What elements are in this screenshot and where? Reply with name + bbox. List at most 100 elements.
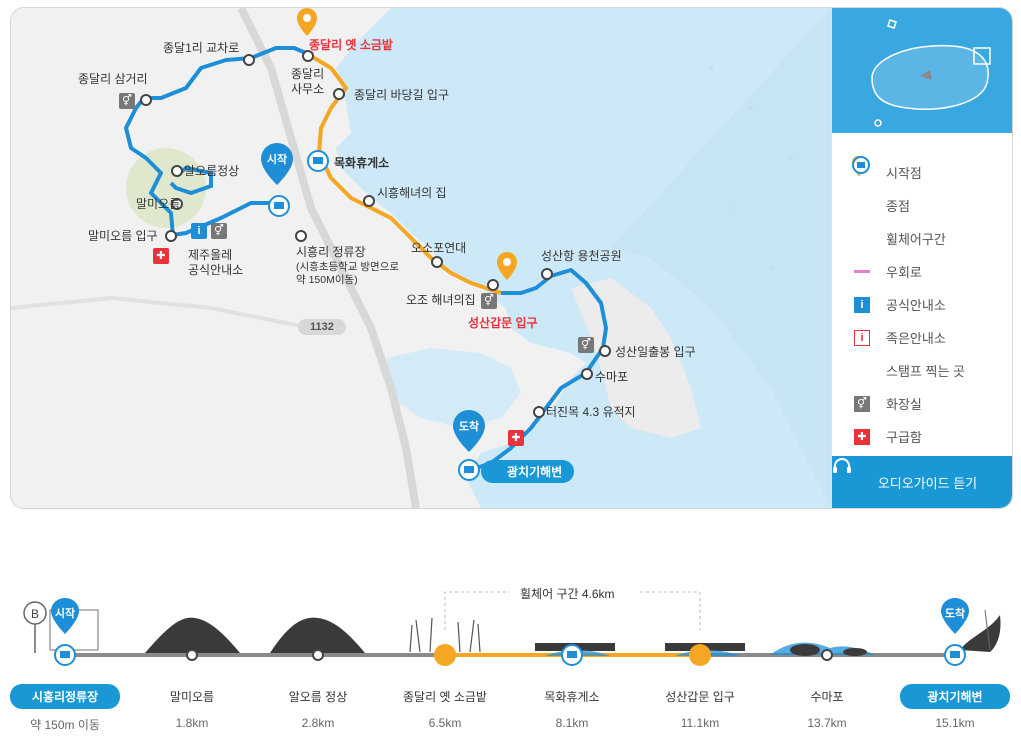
finish-pin-icon: 도착 [453, 410, 485, 452]
audio-guide-button[interactable]: 오디오가이드 듣기 [832, 456, 1012, 508]
profile-stop-name: 시흥리정류장 [10, 684, 120, 709]
mamioreum-hill [145, 617, 240, 653]
legend-label: 휠체어구간 [886, 232, 946, 247]
profile-start-pin-label: 시작 [54, 608, 76, 620]
first-aid-icon: ✚ [852, 427, 872, 447]
wheelchair-pins [297, 8, 517, 280]
label-jongdal1ri: 종달1리 교차로 [163, 41, 240, 55]
label-jongdal-office-2: 사무소 [291, 82, 325, 96]
legend-item-info: i 공식안내소 [852, 288, 965, 321]
toilet-icon: ⚥ [578, 337, 594, 353]
profile-stop-distance: 15.1km [935, 716, 975, 730]
profile-stop-name: 종달리 옛 소금밭 [403, 690, 487, 704]
sea-area [336, 8, 831, 508]
label-seongsan-yongcheon: 성산항 용천공원 [541, 249, 622, 263]
detour-line-icon [852, 262, 872, 282]
label-olle-info-1: 제주올레 [188, 248, 233, 262]
label-mokhwa: 목화휴게소 [334, 156, 390, 170]
label-old-salt: 종달리 옛 소금밭 [309, 38, 393, 52]
lake-area [386, 348, 521, 428]
stamp-markers [268, 150, 480, 481]
legend-panel: 시작점 종점 휠체어구간 우회로 i 공식안내소 i 족은안내소 [831, 8, 1012, 508]
toilet-icon: ⚥ [481, 293, 497, 309]
profile-finish-pin-label: 도착 [944, 608, 966, 620]
label-aloreum: 알오름정상 [184, 164, 240, 178]
label-ojo: 오조 해녀의집 [406, 293, 476, 307]
label-sumapo: 수마포 [595, 370, 629, 384]
audio-guide-label: 오디오가이드 듣기 [877, 475, 978, 491]
course-profile: B 시작 도착 휠체어 구간 4.6km 시흥리정류장 약 150m 이동 말미… [0, 540, 1021, 742]
label-sihung-note-2: 약 150M이동) [296, 274, 358, 286]
profile-stop-name: 목화휴게소 [544, 690, 600, 704]
route-map[interactable]: 시작 도착 광치기해변 ⚥ i ⚥ ✚ ⚥ ⚥ ✚ 종달1리 교차로 종달리 옛… [10, 7, 1013, 509]
stamp-icon [852, 156, 872, 381]
wheelchair-section-label: 휠체어 구간 4.6km [520, 587, 615, 601]
legend-label: 우회로 [886, 265, 922, 280]
first-aid-icon: ✚ [508, 430, 524, 446]
label-samgeori: 종달리 삼거리 [78, 72, 148, 86]
wheelchair-pin-icon [852, 156, 872, 249]
road-number-badge: 1132 [298, 319, 346, 335]
legend-item-toilet: ⚥ 화장실 [852, 387, 965, 420]
start-pin-icon: 시작 [261, 143, 293, 185]
info-icon: i [852, 295, 872, 315]
position-marker-icon [920, 70, 932, 80]
route-blue-loop [169, 165, 213, 196]
label-sihung-bus: 시흥리 정류장 [296, 245, 366, 259]
profile-stop-distance: 11.1km [680, 716, 720, 730]
info-icon: i [191, 223, 207, 239]
jeju-minimap [832, 8, 1012, 133]
svg-text:B: B [31, 607, 39, 621]
profile-stop-name: 광치기해변 [900, 684, 1010, 709]
legend-label: 종점 [886, 199, 910, 214]
legend-label: 화장실 [886, 397, 922, 412]
label-sunrise-peak: 성산일출봉 입구 [615, 345, 696, 359]
profile-stop-name: 알오름 정상 [288, 690, 348, 704]
toilet-icon: ⚥ [211, 223, 227, 239]
legend-item-first-aid: ✚ 구급함 [852, 420, 965, 453]
legend-item-stamp: 스탬프 찍는 곳 [852, 156, 965, 387]
first-aid-icon: ✚ [153, 248, 169, 264]
label-mamioreum-entry: 말미오름 입구 [88, 229, 158, 243]
start-pin-label: 시작 [266, 154, 288, 166]
aloreum-hill [126, 148, 206, 228]
profile-stop-name: 수마포 [810, 690, 844, 704]
label-mamioreum: 말미오름 [136, 197, 181, 211]
label-badang: 종달리 바당길 입구 [354, 88, 449, 102]
legend-label: 구급함 [886, 430, 922, 445]
profile-canvas: B [23, 591, 1001, 666]
legend-label: 족은안내소 [886, 331, 946, 346]
profile-stop-markers [54, 644, 966, 666]
profile-stop-distance: 약 150m 이동 [30, 718, 100, 732]
legend-list: 시작점 종점 휠체어구간 우회로 i 공식안내소 i 족은안내소 [852, 156, 965, 453]
small-info-icon: i [852, 328, 872, 348]
salt-field-reeds [409, 617, 481, 653]
legend-label: 스탬프 찍는 곳 [886, 364, 965, 379]
profile-stop-distance: 6.5km [428, 716, 462, 730]
toilet-icon: ⚥ [119, 93, 135, 109]
label-seongsan-gate: 성산갑문 입구 [468, 316, 538, 330]
road-1132 [237, 8, 420, 508]
legend-label: 공식안내소 [886, 298, 946, 313]
finish-name-tag: 광치기해변 [481, 460, 575, 483]
toilet-icon: ⚥ [852, 394, 872, 414]
finish-pin-label: 도착 [458, 421, 480, 433]
profile-stop-distance: 1.8km [175, 716, 209, 730]
legend-label: 시작점 [886, 166, 922, 181]
legend-item-small-info: i 족은안내소 [852, 321, 965, 354]
legend-item-detour: 우회로 [852, 255, 965, 288]
label-osopo: 오소포연대 [411, 241, 467, 255]
aloreum-hill [270, 617, 365, 653]
label-jongdal-office-1: 종달리 [291, 67, 325, 81]
label-olle-info-2: 공식안내소 [188, 263, 244, 277]
legend-item-wheelchair: 휠체어구간 [852, 156, 965, 255]
end-pin-icon [852, 156, 872, 216]
profile-stop-name: 성산갑문 입구 [665, 690, 735, 704]
profile-stop-distance: 8.1km [555, 716, 589, 730]
profile-stop-distance: 13.7km [807, 716, 847, 730]
label-sihung-haenyeo: 시흥해녀의 집 [377, 186, 447, 200]
legend-item-end: 종점 [852, 156, 965, 222]
label-teojinmok: 터진목 4.3 유적지 [546, 405, 636, 419]
profile-stop-distance: 2.8km [301, 716, 335, 730]
profile-stop-name: 말미오름 [169, 690, 215, 704]
